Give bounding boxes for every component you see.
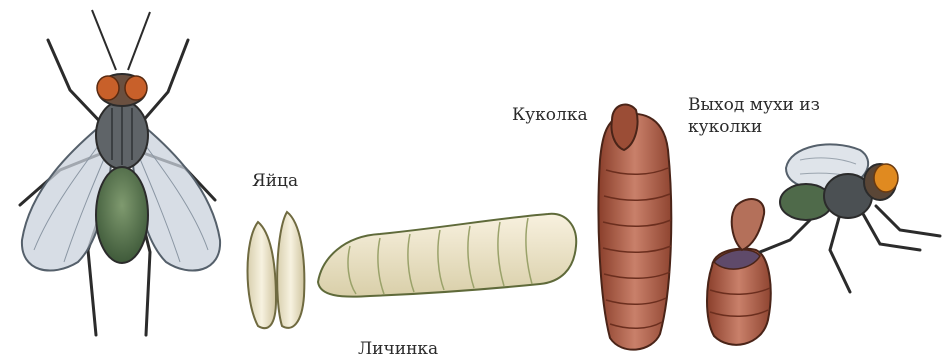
puparium-cap [732, 199, 764, 250]
pupa-body [598, 114, 671, 350]
opened-puparium [707, 199, 771, 345]
label-emergence-line2: куколки [688, 116, 858, 138]
adult-fly-right-eye [125, 76, 147, 100]
pupa [598, 105, 671, 350]
adult-fly-left-eye [97, 76, 119, 100]
adult-fly [20, 10, 220, 335]
label-emergence-line1: Выход мухи из [688, 94, 858, 116]
label-eggs: Яйца [252, 170, 298, 192]
label-pupa: Куколка [512, 104, 588, 126]
egg-right [277, 212, 304, 328]
larva-body [318, 214, 576, 297]
label-larva: Личинка [358, 338, 438, 360]
eggs [248, 212, 305, 328]
adult-fly-antennae [92, 10, 150, 70]
emerging-fly [760, 144, 940, 292]
emerging-fly-eye [874, 164, 898, 192]
label-emergence: Выход мухи из куколки [688, 94, 858, 138]
egg-left [248, 222, 277, 328]
adult-fly-abdomen [96, 167, 148, 263]
larva [318, 214, 576, 297]
